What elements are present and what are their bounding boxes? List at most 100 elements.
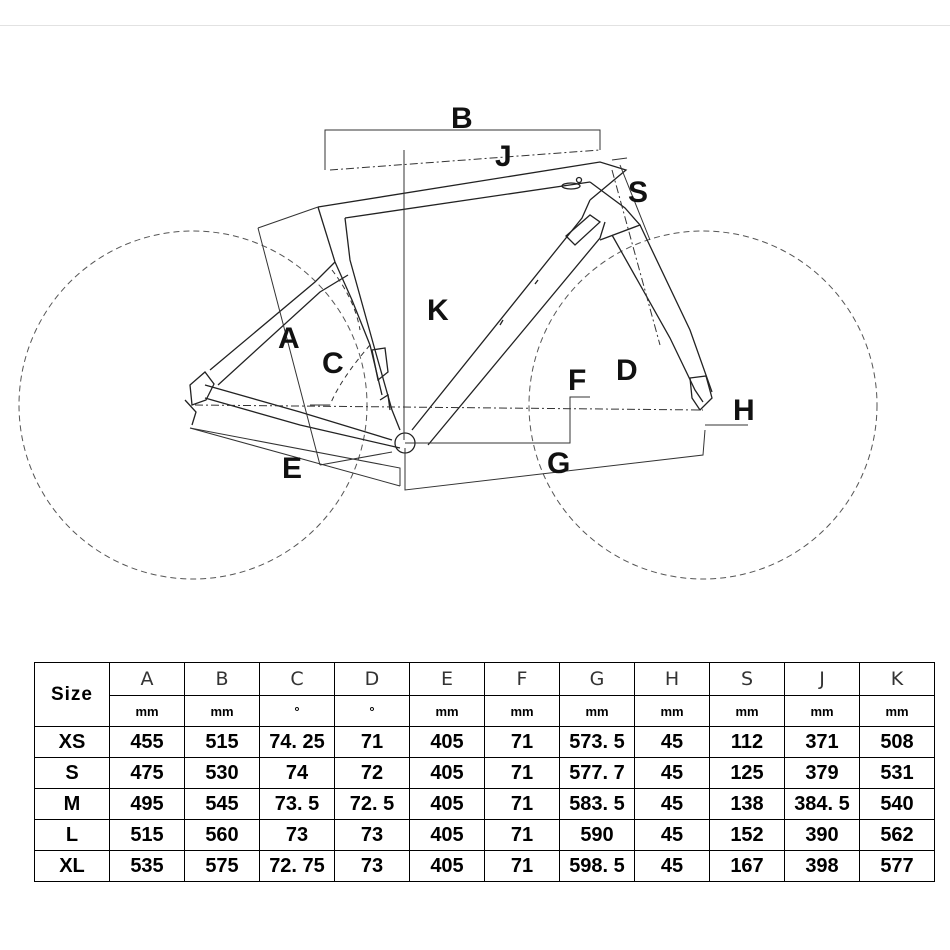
table-cell: 405: [409, 850, 485, 882]
col-letter: B: [184, 662, 260, 696]
table-cell: 573. 5: [559, 726, 635, 758]
col-letter: H: [634, 662, 710, 696]
header-units-row: mm mm ° ° mm mm mm mm mm mm mm: [35, 695, 935, 727]
label-j: J: [495, 140, 512, 173]
table-cell: 405: [409, 819, 485, 851]
table-cell: 72: [334, 757, 410, 789]
table-cell: 583. 5: [559, 788, 635, 820]
table-cell: 495: [109, 788, 185, 820]
size-cell: XS: [34, 726, 110, 758]
label-d: D: [616, 354, 638, 387]
header-letters-row: Size A B C D E F G H S J K: [34, 662, 935, 727]
table-cell: 475: [109, 757, 185, 789]
table-cell: 405: [409, 788, 485, 820]
table-cell: 112: [709, 726, 785, 758]
size-header: Size: [34, 662, 110, 727]
table-cell: 71: [484, 788, 560, 820]
col-letter: C: [259, 662, 335, 696]
col-letter: G: [559, 662, 635, 696]
table-cell: 152: [709, 819, 785, 851]
rear-wheel: [18, 230, 368, 580]
table-cell: 71: [484, 850, 560, 882]
table-cell: 390: [784, 819, 860, 851]
col-unit: mm: [559, 695, 635, 727]
table-cell: 45: [634, 788, 710, 820]
table-cell: 73: [334, 850, 410, 882]
table-cell: 540: [859, 788, 935, 820]
frame-outline: [184, 161, 713, 454]
size-cell: L: [34, 819, 110, 851]
col-unit: °: [259, 695, 335, 727]
col-unit: mm: [709, 695, 785, 727]
col-unit: mm: [184, 695, 260, 727]
col-unit: mm: [634, 695, 710, 727]
col-letter: A: [109, 662, 185, 696]
bike-frame-geometry-diagram: B J S K A C F D H E G: [18, 102, 878, 580]
table-cell: 73. 5: [259, 788, 335, 820]
table-cell: 72. 5: [334, 788, 410, 820]
col-unit: mm: [484, 695, 560, 727]
label-k: K: [427, 294, 449, 327]
table-cell: 74. 25: [259, 726, 335, 758]
table-cell: 45: [634, 850, 710, 882]
table-cell: 45: [634, 726, 710, 758]
col-unit: mm: [859, 695, 935, 727]
table-cell: 125: [709, 757, 785, 789]
table-cell: 405: [409, 757, 485, 789]
top-divider: [0, 25, 950, 26]
table-cell: 71: [484, 726, 560, 758]
table-cell: 71: [334, 726, 410, 758]
col-unit: mm: [109, 695, 185, 727]
dimension-labels: B J S K A C F D H E G: [278, 102, 755, 485]
table-cell: 545: [184, 788, 260, 820]
table-cell: 577: [859, 850, 935, 882]
table-cell: 508: [859, 726, 935, 758]
size-cell: S: [34, 757, 110, 789]
col-letter: D: [334, 662, 410, 696]
table-cell: 560: [184, 819, 260, 851]
table-cell: 71: [484, 819, 560, 851]
table-cell: 590: [559, 819, 635, 851]
label-a: A: [278, 322, 300, 355]
table-cell: 45: [634, 757, 710, 789]
label-h: H: [733, 394, 755, 427]
table-cell: 73: [334, 819, 410, 851]
table-cell: 167: [709, 850, 785, 882]
table-cell: 71: [484, 757, 560, 789]
label-g: G: [547, 447, 570, 480]
table-cell: 575: [184, 850, 260, 882]
table-cell: 515: [184, 726, 260, 758]
table-cell: 405: [409, 726, 485, 758]
col-unit: °: [334, 695, 410, 727]
table-cell: 531: [859, 757, 935, 789]
table-cell: 530: [184, 757, 260, 789]
table-cell: 74: [259, 757, 335, 789]
col-letter: E: [409, 662, 485, 696]
table-cell: 384. 5: [784, 788, 860, 820]
label-c: C: [322, 347, 344, 380]
col-unit: mm: [409, 695, 485, 727]
table-cell: 73: [259, 819, 335, 851]
table-cell: 398: [784, 850, 860, 882]
col-letter: J: [784, 662, 860, 696]
table-cell: 371: [784, 726, 860, 758]
table-cell: 515: [109, 819, 185, 851]
label-b: B: [451, 102, 473, 135]
label-f: F: [568, 364, 586, 397]
table-cell: 455: [109, 726, 185, 758]
dimension-lines: [189, 129, 748, 491]
table-cell: 72. 75: [259, 850, 335, 882]
col-unit: mm: [784, 695, 860, 727]
size-cell: XL: [34, 850, 110, 882]
geometry-table: Size A B C D E F G H S J K mm mm ° ° mm …: [34, 662, 935, 882]
size-cell: M: [34, 788, 110, 820]
table-cell: 138: [709, 788, 785, 820]
table-cell: 598. 5: [559, 850, 635, 882]
col-letter: K: [859, 662, 935, 696]
